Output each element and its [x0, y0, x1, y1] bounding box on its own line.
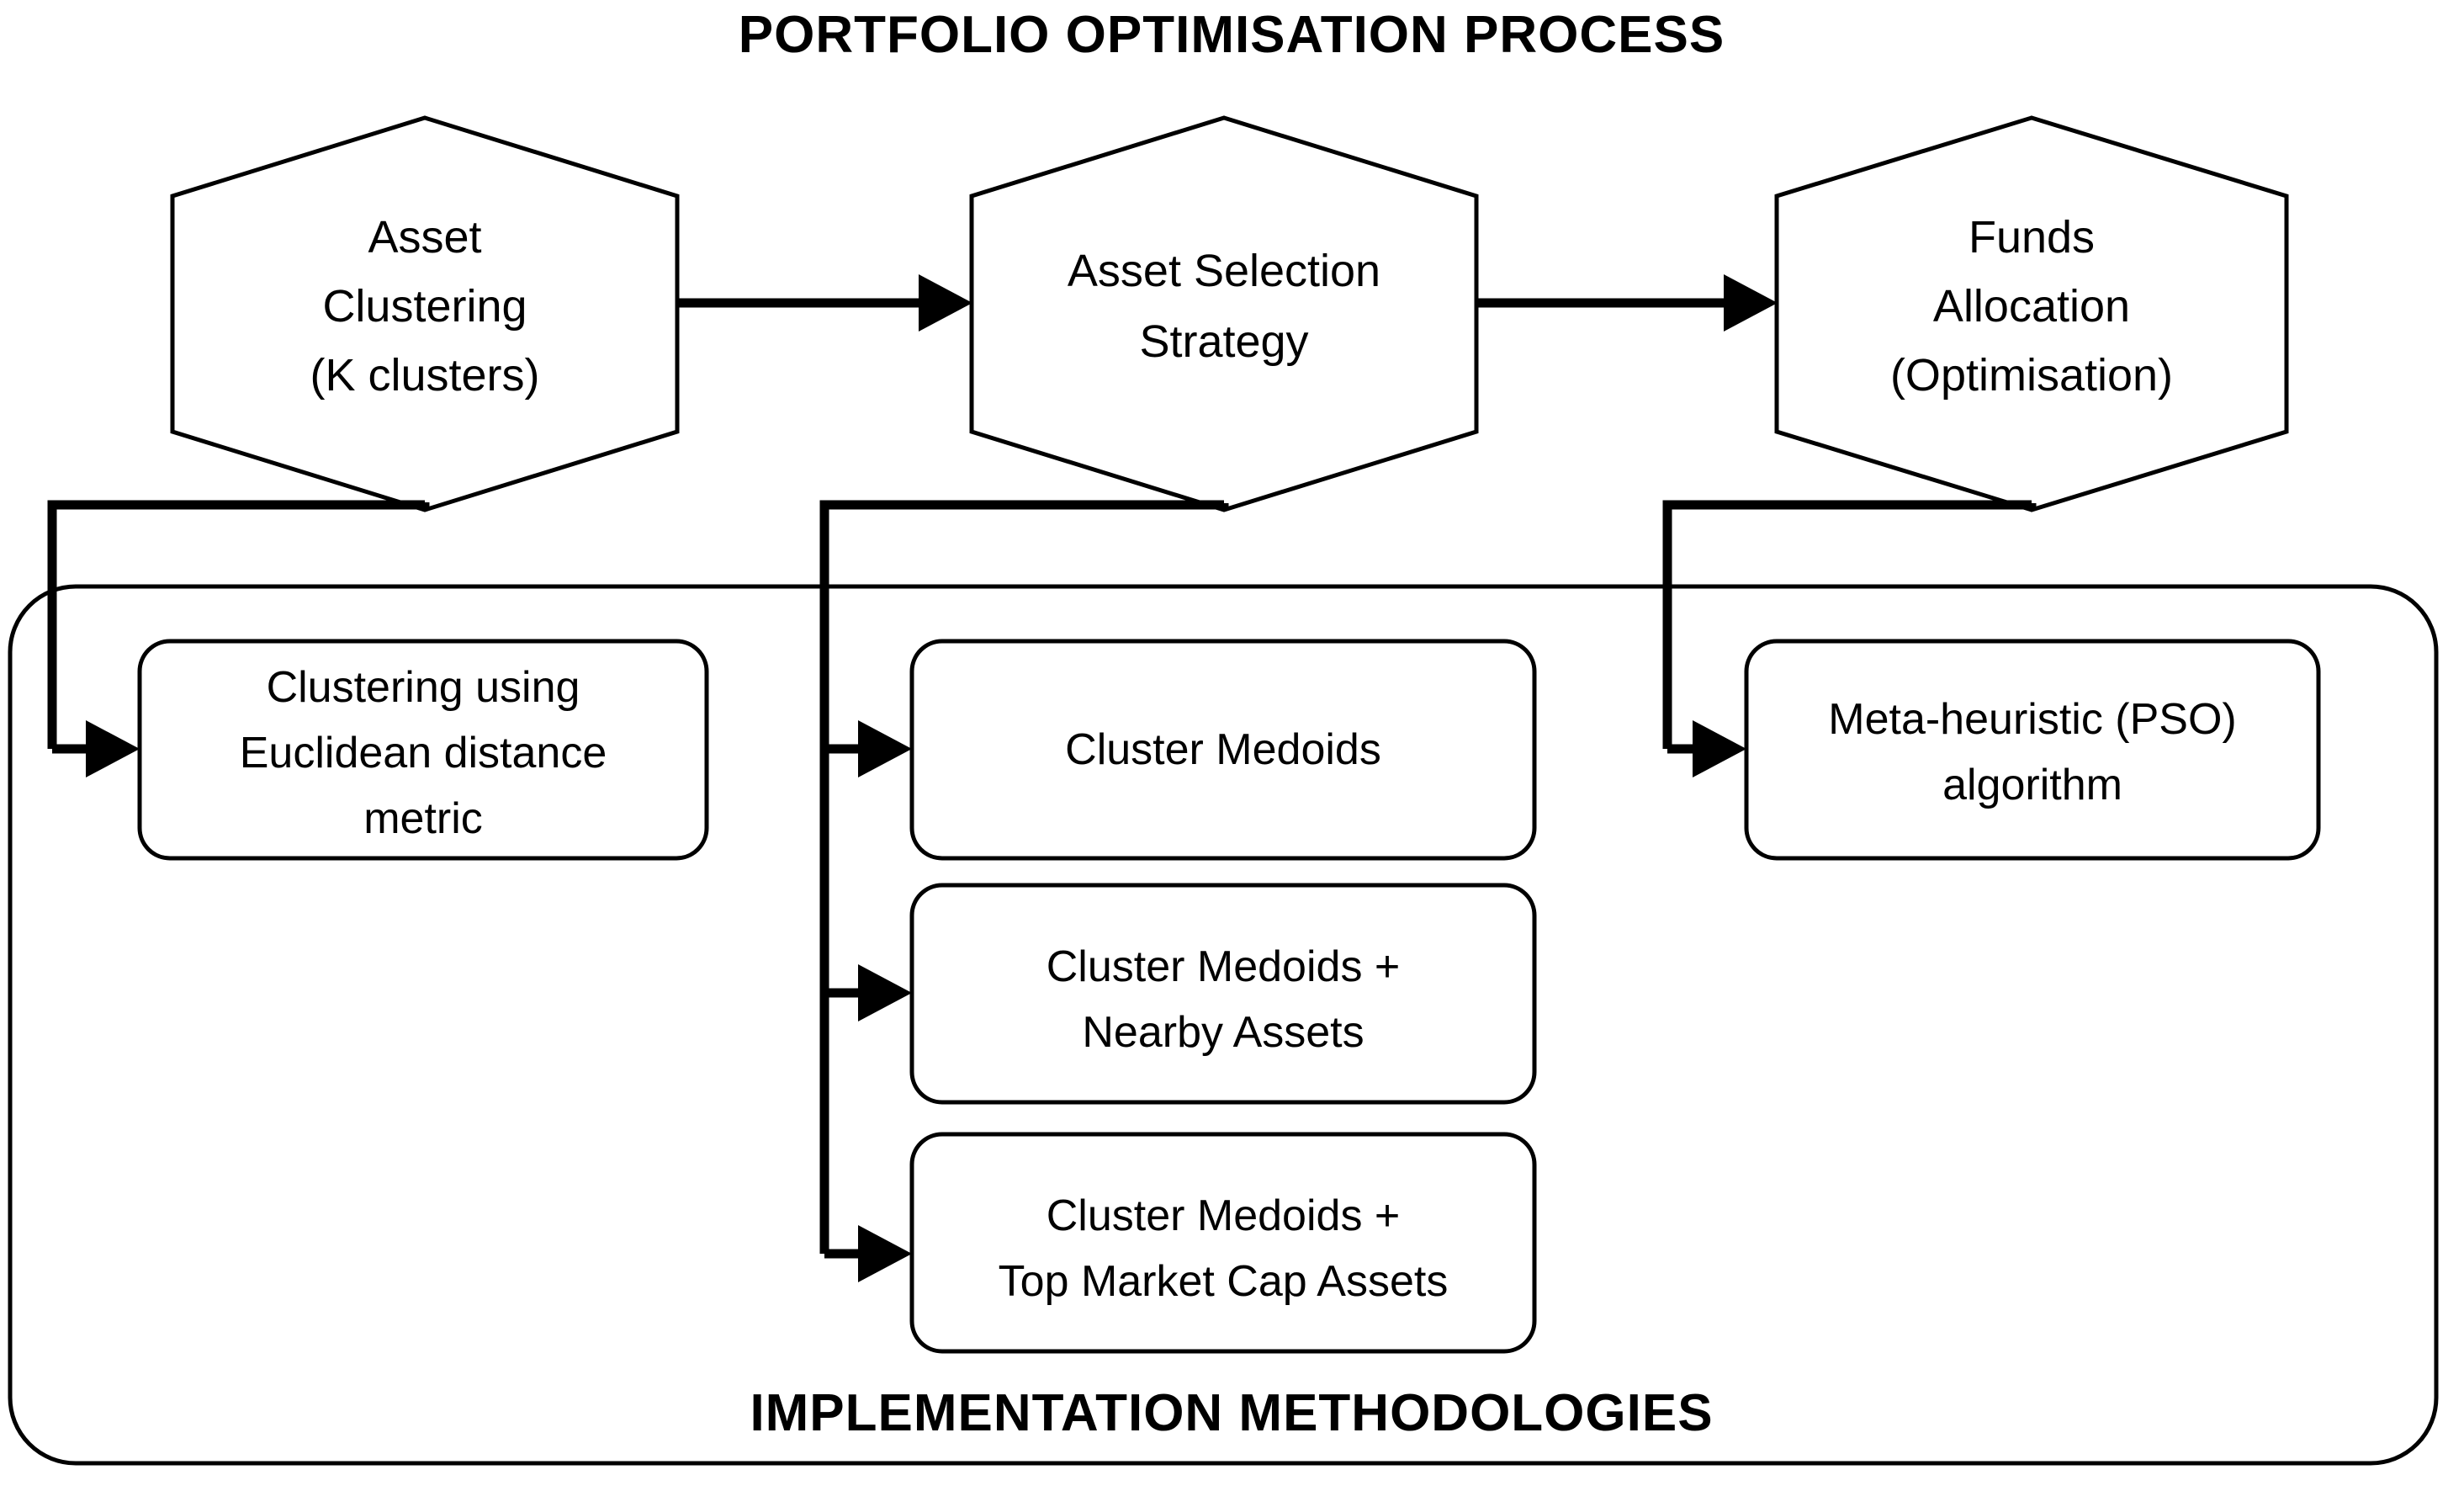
hexagon-funds-allocation-line-2: Allocation: [1933, 281, 2130, 332]
branch-selection-arrow-head-medoids: [858, 720, 912, 777]
box-meta-heuristic-pso-line-2: algorithm: [1942, 761, 2122, 809]
implementation-methodologies-container: [8, 584, 2439, 1466]
hexagon-asset-clustering-line-3: (K clusters): [310, 350, 539, 401]
diagram-title: PORTFOLIO OPTIMISATION PROCESS: [739, 6, 1725, 64]
hexagon-funds-allocation[interactable]: [1774, 115, 2289, 512]
box-clustering-euclidean-line-1: Clustering using: [267, 663, 580, 712]
box-cluster-medoids-top-market-cap[interactable]: [909, 1132, 1537, 1354]
box-clustering-euclidean-line-2: Euclidean distance: [240, 729, 607, 777]
hexagon-funds-allocation-line-3: (Optimisation): [1890, 350, 2173, 401]
box-cluster-medoids-nearby-line-1: Cluster Medoids +: [1047, 942, 1401, 991]
box-cluster-medoids-line-1: Cluster Medoids: [1065, 725, 1381, 774]
hexagon-funds-allocation-line-1: Funds: [1969, 212, 2095, 263]
branch-allocation-arrow-head: [1693, 720, 1746, 777]
hexagon-asset-selection-strategy-line-1: Asset Selection: [1068, 246, 1380, 296]
branch-selection-trunk: [819, 500, 1229, 1254]
box-cluster-medoids[interactable]: [909, 639, 1537, 861]
box-cluster-medoids-nearby-line-2: Nearby Assets: [1082, 1008, 1364, 1057]
box-meta-heuristic-pso[interactable]: [1744, 639, 2321, 861]
box-clustering-euclidean-line-3: metric: [363, 794, 483, 843]
box-cluster-medoids-top-market-cap-line-2: Top Market Cap Assets: [999, 1257, 1449, 1306]
branch-selection-arrow-head-nearby: [858, 964, 912, 1021]
box-cluster-medoids-top-market-cap-line-1: Cluster Medoids +: [1047, 1191, 1401, 1240]
flow-arrow-clustering-to-selection-head: [919, 274, 972, 332]
flow-arrow-selection-to-allocation-head: [1724, 274, 1778, 332]
hexagon-asset-selection-strategy[interactable]: [969, 115, 1479, 512]
branch-allocation-route: [1662, 500, 2037, 749]
branch-clustering-route: [47, 500, 430, 749]
hexagon-asset-clustering-line-2: Clustering: [322, 281, 527, 332]
box-meta-heuristic-pso-line-1: Meta-heuristic (PSO): [1828, 695, 2236, 744]
implementation-methodologies-label: IMPLEMENTATION METHODOLOGIES: [750, 1384, 1713, 1442]
box-clustering-euclidean[interactable]: [137, 639, 709, 861]
box-cluster-medoids-nearby[interactable]: [909, 883, 1537, 1105]
branch-selection-arrow-head-topcap: [858, 1225, 912, 1282]
hexagon-asset-selection-strategy-line-2: Strategy: [1139, 316, 1308, 367]
branch-clustering-arrow-head: [86, 720, 140, 777]
hexagon-asset-clustering-line-1: Asset: [368, 212, 481, 263]
